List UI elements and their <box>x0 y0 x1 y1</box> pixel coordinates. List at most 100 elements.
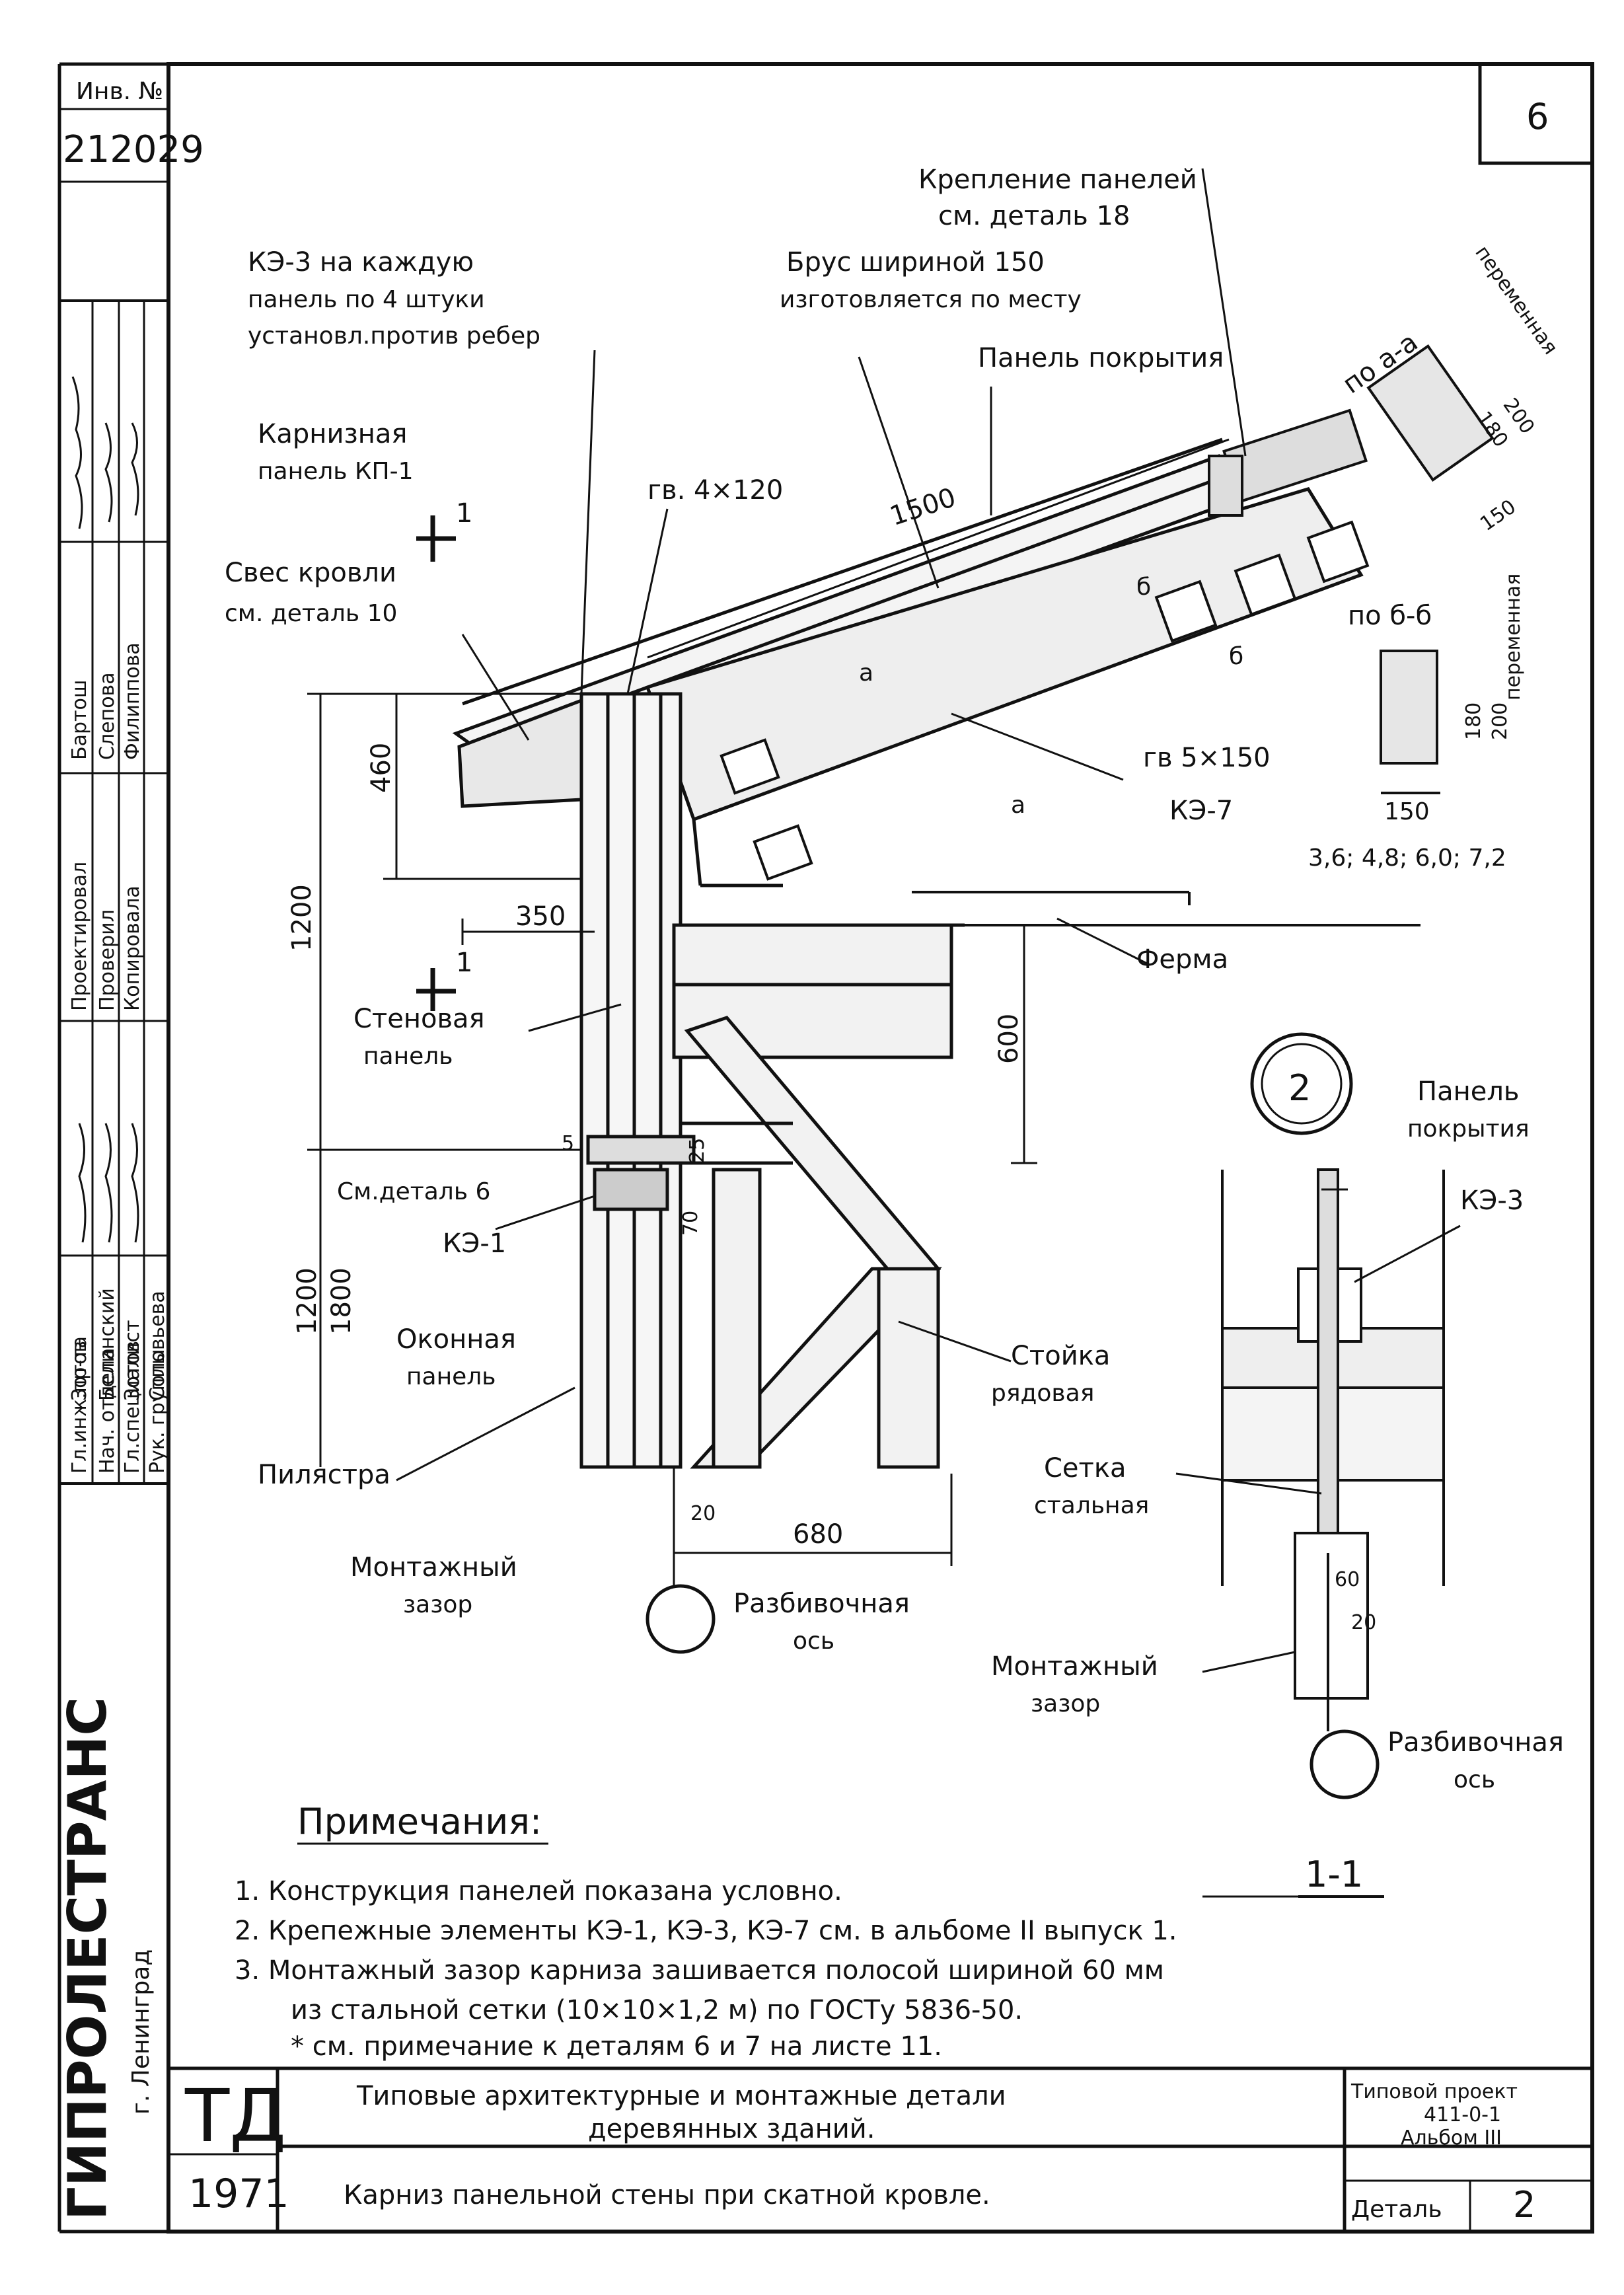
name-c2-0: Бартош <box>68 680 91 760</box>
note-2: 2. Крепежные элементы КЭ-1, КЭ-3, КЭ-7 с… <box>235 1916 1177 1946</box>
sec-setka-1: Сетка <box>1044 1453 1126 1484</box>
ridge-block <box>1208 408 1368 517</box>
org-city: г. Ленинград <box>128 1949 155 2115</box>
name-c1-0: Зотов <box>68 1341 91 1401</box>
leader-lines <box>396 168 1461 1898</box>
label-gv5: гв 5×150 <box>1143 743 1271 773</box>
label-ke3-3: установл.против ребер <box>248 322 540 350</box>
tb-project-2: 411-0-1 <box>1424 2103 1501 2126</box>
label-460: 460 <box>366 743 396 793</box>
label-ke3-2: панель по 4 штуки <box>248 286 485 313</box>
label-150a: 150 <box>1476 495 1520 536</box>
label-montazh-2: зазор <box>403 1591 472 1618</box>
sec-panel-2: покрытия <box>1407 1115 1530 1143</box>
note-4: из стальной сетки (10×10×1,2 м) по ГОСТу… <box>291 1995 1023 2025</box>
tb-series-2: деревянных зданий. <box>588 2114 875 2144</box>
mark-a-1: а <box>859 659 873 687</box>
tb-detail-num: 2 <box>1513 2184 1535 2226</box>
label-1200-top: 1200 <box>287 884 317 952</box>
signature-scribbles <box>71 376 139 1243</box>
label-panel-pokr: Панель покрытия <box>978 343 1224 373</box>
label-600: 600 <box>994 1014 1024 1064</box>
label-680: 680 <box>793 1519 843 1550</box>
sec-ke3: КЭ-3 <box>1460 1185 1524 1216</box>
sec-panel-1: Панель <box>1417 1076 1520 1107</box>
label-gv4: гв. 4×120 <box>647 475 783 506</box>
label-5: 5 <box>562 1132 574 1155</box>
section-1-1 <box>1221 1168 1445 1731</box>
label-200b: 200 <box>1489 702 1512 740</box>
label-1800: 1800 <box>326 1267 357 1335</box>
sheet-number-box <box>1478 62 1594 165</box>
label-stoyka-1: Стойка <box>1011 1341 1110 1371</box>
truss <box>672 923 965 1469</box>
note-5: * см. примечание к деталям 6 и 7 на лист… <box>291 2031 942 2062</box>
label-stoyka-2: рядовая <box>991 1380 1094 1407</box>
name-c2-2: Филиппова <box>121 642 144 760</box>
tb-series-1: Типовые архитектурные и монтажные детали <box>356 2081 1006 2111</box>
sheet-number: 6 <box>1526 96 1549 137</box>
axis-circle-main <box>646 1584 716 1654</box>
label-peremennaya-b: переменная <box>1502 574 1525 700</box>
label-razb-2: ось <box>793 1628 834 1655</box>
sec-razb-1: Разбивочная <box>1387 1727 1564 1758</box>
label-stenovaya-2: панель <box>363 1043 453 1070</box>
tb-project-3: Альбом III <box>1401 2126 1502 2150</box>
note-3: 3. Монтажный зазор карниза зашивается по… <box>235 1955 1164 1986</box>
roof-slope <box>452 437 1364 887</box>
name-c1-3: Соловьева <box>146 1291 169 1401</box>
label-stenovaya-1: Стеновая <box>353 1004 485 1034</box>
label-kreplenie-1: Крепление панелей <box>918 165 1197 195</box>
tb-td: ТД <box>184 2074 286 2158</box>
name-c2-1: Слепова <box>96 672 119 760</box>
label-razb-1: Разбивочная <box>733 1589 910 1619</box>
inv-number: 212029 <box>63 128 204 171</box>
label-25: 25 <box>686 1138 709 1163</box>
tb-detail-label: Деталь <box>1351 2196 1442 2223</box>
connection-plates <box>720 520 1370 881</box>
wall-column <box>579 692 696 1469</box>
mark-b-1: б <box>1136 574 1151 601</box>
label-karniz-2: панель КП-1 <box>258 458 413 485</box>
label-montazh-1: Монтажный <box>350 1552 517 1583</box>
section-aa <box>1366 344 1495 482</box>
name-c1-1: Белинский <box>96 1288 119 1401</box>
label-peremennaya-a: переменная <box>1470 242 1562 359</box>
org-name: ГИПРОЛЕСТРАНС <box>57 1697 118 2220</box>
label-sm-det6: См.деталь 6 <box>337 1178 490 1205</box>
label-svec-2: см. деталь 10 <box>225 600 397 627</box>
section-markers <box>416 515 456 1011</box>
detail-circle-num: 2 <box>1288 1067 1311 1109</box>
label-sec1-top: 1 <box>456 498 472 529</box>
detail-circle-2 <box>1250 1032 1353 1135</box>
sec-setka-2: стальная <box>1034 1492 1149 1519</box>
role-label-2: Копировала <box>121 885 144 1011</box>
role-3: Рук. группы <box>146 1349 169 1474</box>
dimension-lines <box>307 438 1230 1586</box>
role-label-1: Проверил <box>96 909 119 1011</box>
label-70: 70 <box>679 1211 702 1236</box>
axis-circle-section <box>1310 1729 1380 1799</box>
sec-razb-2: ось <box>1454 1766 1495 1793</box>
label-brus-2: изготовляется по месту <box>780 286 1082 313</box>
label-karniz-1: Карнизная <box>258 419 407 449</box>
label-ke3-1: КЭ-3 на каждую <box>248 247 474 278</box>
role-0: Гл.инж.пр-та <box>68 1336 91 1474</box>
name-c1-2: Зотов <box>121 1341 144 1401</box>
role-1: Нач. отдела <box>96 1348 119 1474</box>
sec-60: 60 <box>1335 1568 1360 1591</box>
tb-year: 1971 <box>188 2171 289 2217</box>
label-1200-bot: 1200 <box>292 1267 322 1335</box>
mark-a-2: а <box>1011 792 1025 819</box>
label-brus-1: Брус шириной 150 <box>786 247 1045 278</box>
role-2: Гл.специалист <box>121 1320 144 1474</box>
label-150b: 150 <box>1384 798 1430 825</box>
section-bb <box>1380 650 1440 794</box>
label-kreplenie-2: см. деталь 18 <box>938 201 1130 231</box>
notes-title: Примечания: <box>297 1801 542 1842</box>
mark-b-2: б <box>1229 643 1243 670</box>
note-1: 1. Конструкция панелей показана условно. <box>235 1876 842 1906</box>
label-svec-1: Свес кровли <box>225 558 396 588</box>
label-sec1-bot: 1 <box>456 948 472 978</box>
